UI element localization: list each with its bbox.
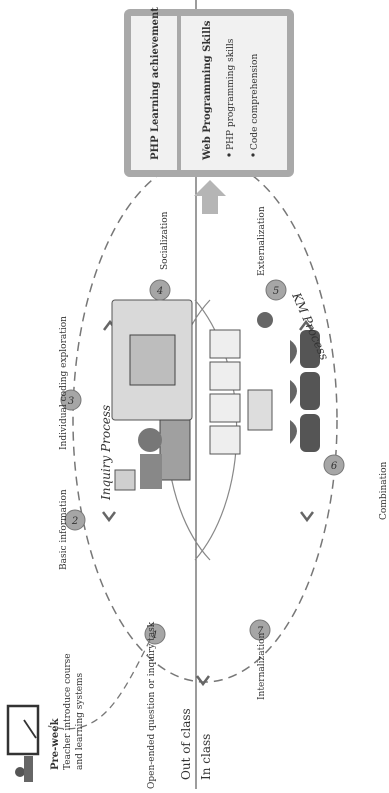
achievement-panel: PHP Learning achievement Web Programming… — [124, 7, 294, 177]
achievement-arrow — [194, 180, 226, 214]
achievement-subtitle: Web Programming Skills — [202, 20, 213, 161]
in-class-label: In class — [199, 734, 213, 780]
step-label-4: Socialization — [160, 211, 170, 270]
step-number-4: 4 — [156, 286, 163, 297]
step-label-7: Internalization — [257, 632, 267, 700]
classroom-illustration — [112, 300, 320, 490]
achievement-item-2: Code comprehension — [250, 54, 260, 150]
achievement-title: PHP Learning achievement — [150, 7, 161, 160]
step-circle-5: 5 — [266, 280, 286, 300]
step-circle-4: 4 — [150, 280, 170, 300]
open-task-label: Open-ended question or inquiry task — [147, 621, 157, 789]
step-circle-6: 6 — [324, 455, 344, 475]
step-number-2: 2 — [71, 516, 78, 527]
step-label-2: Basic information — [59, 489, 69, 570]
pre-week-title: Pre-week — [50, 717, 61, 770]
inquiry-process-label: Inquiry Process — [99, 405, 113, 501]
pre-week-line-1: Teacher introduce course — [63, 653, 73, 770]
step-label-6: Combination — [379, 461, 389, 520]
out-of-class-label: Out of class — [179, 708, 193, 780]
achievement-item-1: PHP programming skills — [226, 38, 236, 150]
step-label-3: Individual coding exploration — [59, 316, 69, 450]
pre-week-line-2: and learning systems — [75, 672, 85, 770]
step-label-5: Externalization — [257, 206, 267, 276]
step-number-6: 6 — [331, 461, 338, 472]
teacher-icon — [8, 706, 38, 782]
step-number-5: 5 — [273, 286, 279, 297]
